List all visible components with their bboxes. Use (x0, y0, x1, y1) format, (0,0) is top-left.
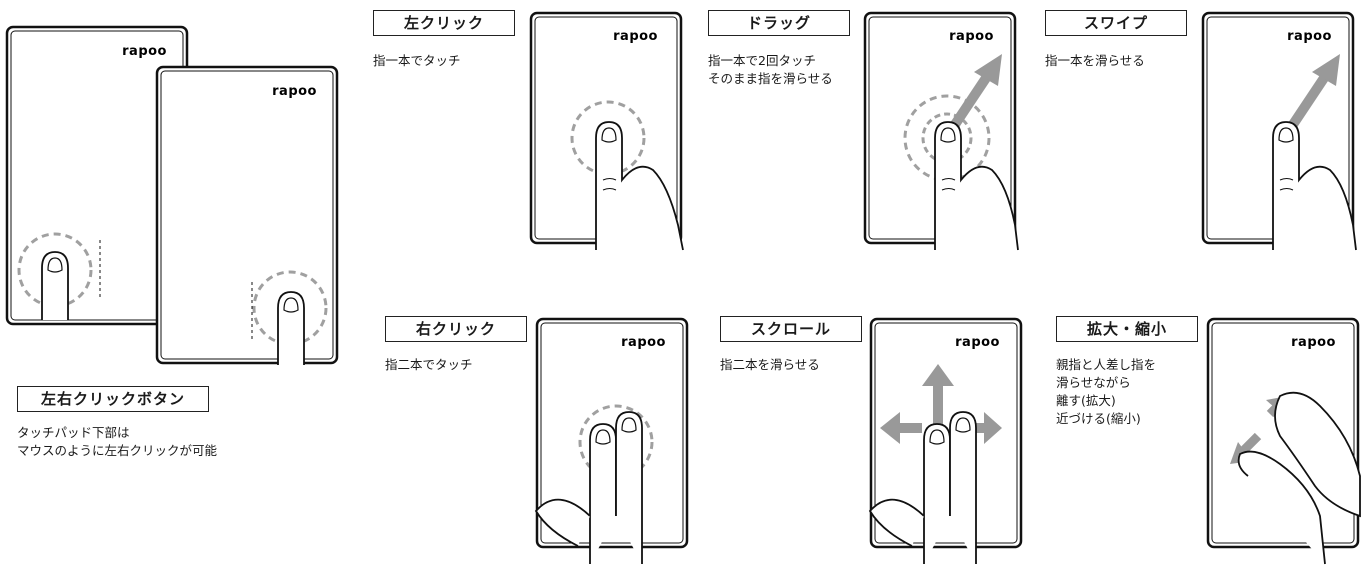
gesture-title-right-click: 右クリック (385, 316, 527, 342)
pad-right-click: rapoo (534, 317, 689, 564)
gesture-line: 親指と人差し指を (1056, 357, 1157, 372)
gesture-line: 近づける(縮小) (1056, 411, 1141, 426)
pad-drag: rapoo (863, 11, 1019, 251)
gesture-title-left-click: 左クリック (373, 10, 515, 36)
rapoo-logo: rapoo (122, 44, 167, 59)
rapoo-logo: rapoo (613, 29, 658, 44)
rapoo-logo: rapoo (949, 29, 994, 44)
intro-description: タッチパッド下部は マウスのように左右クリックが可能 (17, 424, 217, 460)
right-touch-ring (252, 270, 328, 346)
gesture-line: 指二本でタッチ (385, 357, 473, 372)
gesture-title-zoom: 拡大・縮小 (1056, 316, 1198, 342)
gesture-desc-right-click: 指二本でタッチ (385, 356, 473, 374)
pad-zoom: rapoo (1206, 317, 1361, 565)
gesture-title-scroll: スクロール (720, 316, 862, 342)
intro-line: マウスのように左右クリックが可能 (17, 443, 218, 458)
gesture-line: 指一本で2回タッチ (708, 53, 816, 68)
intro-line: タッチパッド下部は (17, 425, 130, 440)
pad-swipe: rapoo (1201, 11, 1357, 251)
rapoo-logo: rapoo (1291, 335, 1336, 350)
gesture-line: 離す(拡大) (1056, 393, 1116, 408)
pad-scroll: rapoo (868, 317, 1023, 564)
gesture-line: 滑らせながら (1056, 375, 1131, 390)
gesture-desc-scroll: 指二本を滑らせる (720, 356, 820, 374)
rapoo-logo: rapoo (1287, 29, 1332, 44)
rapoo-logo: rapoo (272, 84, 317, 99)
gesture-desc-left-click: 指一本でタッチ (373, 52, 461, 70)
gesture-line: 指一本でタッチ (373, 53, 461, 68)
left-touch-ring (17, 232, 93, 308)
click-buttons-illustration: rapoo rapoo (5, 25, 339, 365)
gesture-line: そのまま指を滑らせる (708, 71, 833, 86)
rapoo-logo: rapoo (955, 335, 1000, 350)
gesture-desc-zoom: 親指と人差し指を 滑らせながら 離す(拡大) 近づける(縮小) (1056, 356, 1156, 428)
pad-left-click: rapoo (529, 11, 684, 251)
gesture-line: 指二本を滑らせる (720, 357, 820, 372)
gesture-title-drag: ドラッグ (708, 10, 850, 36)
rapoo-logo: rapoo (621, 335, 666, 350)
gesture-title-swipe: スワイプ (1045, 10, 1187, 36)
gesture-desc-swipe: 指一本を滑らせる (1045, 52, 1145, 70)
gesture-desc-drag: 指一本で2回タッチ そのまま指を滑らせる (708, 52, 833, 88)
intro-title: 左右クリックボタン (17, 386, 209, 412)
gesture-line: 指一本を滑らせる (1045, 53, 1145, 68)
